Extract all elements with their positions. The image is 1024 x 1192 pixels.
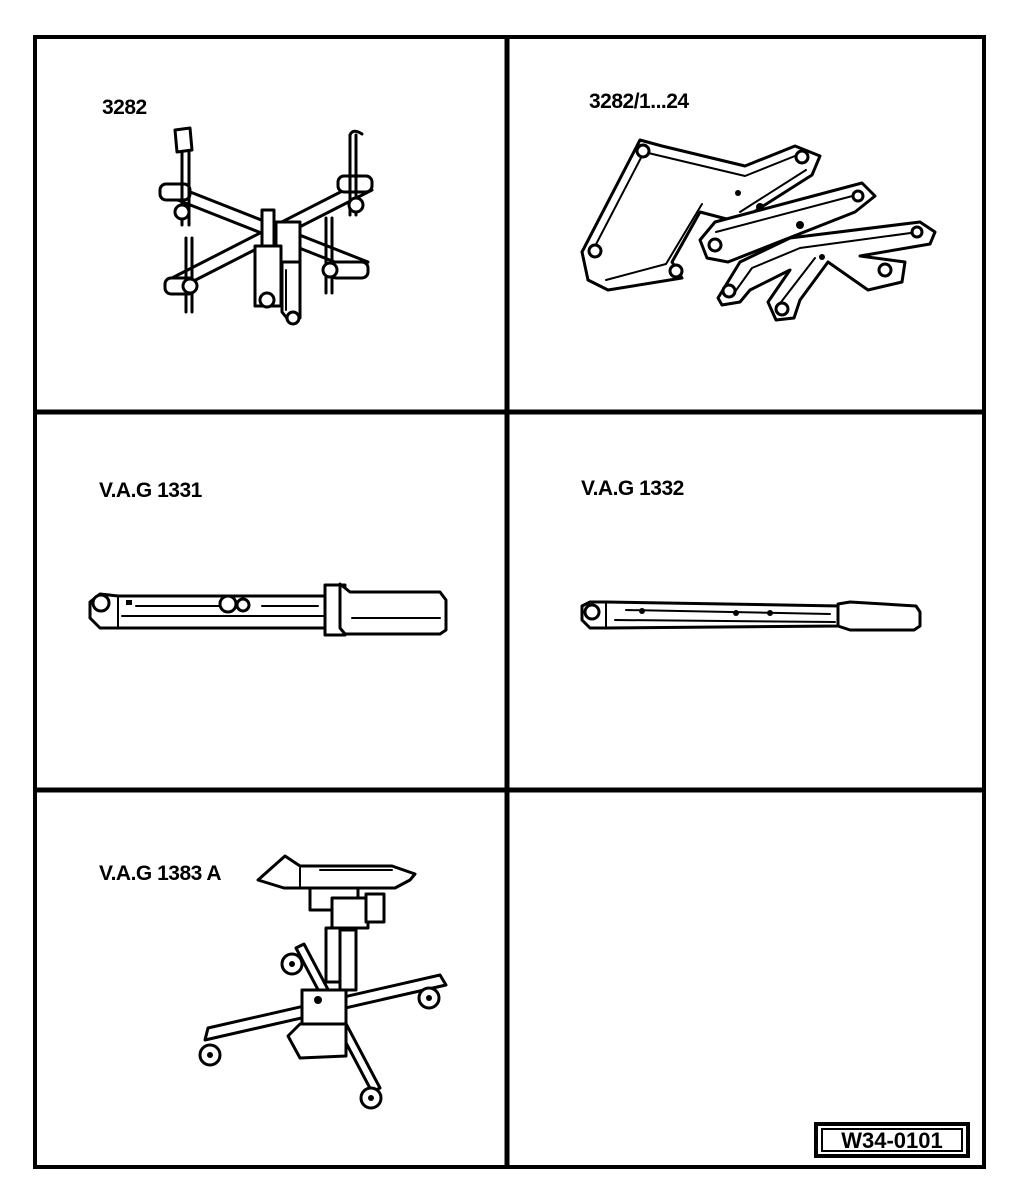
label-vag-1383a: V.A.G 1383 A (99, 862, 221, 885)
tool-vag-1331-torque-wrench-drawing (88, 582, 448, 637)
figure-code-box: W34-0101 (814, 1122, 970, 1158)
tool-vag-1332-torque-wrench-drawing (580, 600, 922, 632)
label-vag-1332: V.A.G 1332 (581, 477, 684, 500)
panel-grid (33, 35, 986, 1169)
figure-code: W34-0101 (841, 1128, 943, 1153)
label-vag-1331: V.A.G 1331 (99, 479, 203, 502)
tool-3282-1-24-plates-drawing (580, 138, 937, 322)
tool-vag-1383a-jack-drawing (198, 854, 448, 1110)
tool-3282-fixture-drawing (158, 126, 374, 326)
label-3282-1-24: 3282/1...24 (589, 90, 689, 113)
label-3282: 3282 (102, 96, 147, 119)
